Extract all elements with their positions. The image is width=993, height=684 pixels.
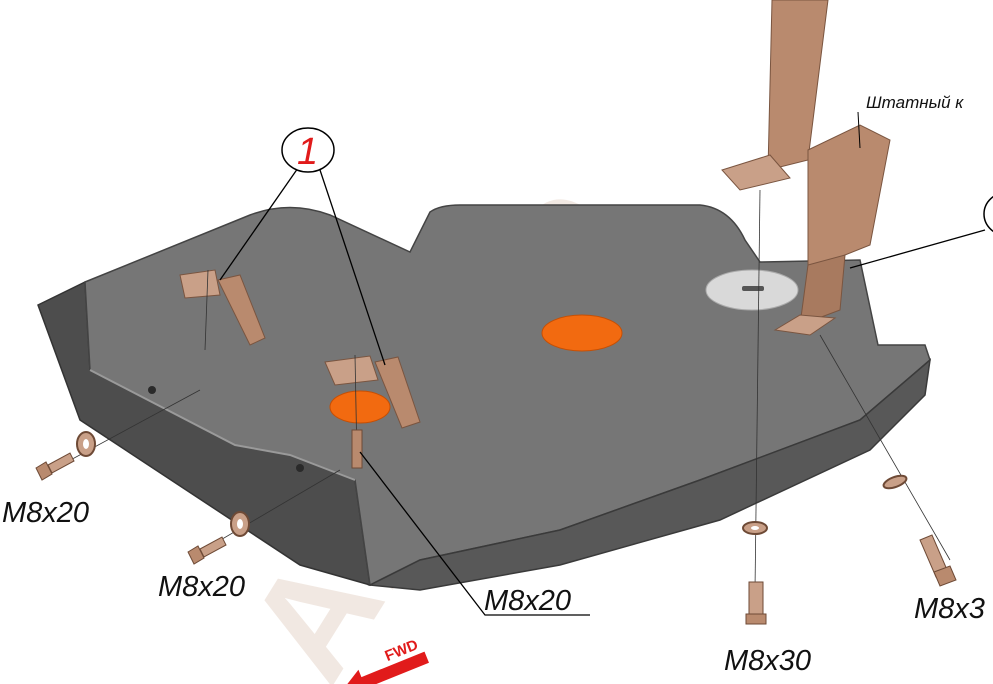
washer-3-hole	[751, 526, 759, 530]
axis-line-4	[819, 334, 951, 561]
callout-1: 1	[219, 127, 386, 366]
bolt-label-left-1: M8x20	[2, 497, 89, 529]
washer-4	[882, 474, 908, 490]
axis-line-5	[204, 269, 209, 351]
plate-edge-highlight	[89, 369, 356, 481]
axis-line-1	[51, 389, 201, 471]
bolt-center	[351, 429, 363, 469]
callout-circle	[281, 127, 335, 173]
side-hole-1	[148, 386, 156, 394]
bolt-label-right-2: M8x3	[914, 593, 985, 625]
bolt-label-left-2: M8x20	[158, 571, 245, 603]
bolt-1-shank	[47, 452, 75, 474]
note-label: Штатный к	[866, 93, 964, 112]
washer-2-hole	[237, 519, 243, 529]
standard-bracket	[807, 124, 891, 271]
fwd-arrow-icon	[341, 651, 429, 684]
callout-leader-b	[319, 169, 386, 366]
brackets	[179, 0, 891, 429]
plate-top-face	[84, 204, 931, 587]
callout-2	[849, 195, 993, 269]
callout-2-circle	[983, 195, 993, 233]
washer-1-hole	[83, 439, 89, 449]
bolt-1-head	[35, 461, 53, 481]
center-label-leader	[359, 451, 590, 616]
note-leader	[857, 111, 861, 149]
standard-bracket-leg	[799, 254, 846, 326]
service-hole-left	[329, 390, 391, 424]
skid-plate	[37, 204, 932, 591]
drain-slot	[742, 286, 764, 291]
plate-front-slope	[367, 358, 932, 591]
bolt-label-center: M8x20	[484, 585, 571, 617]
side-hole-2	[296, 464, 304, 472]
callout-leader-a	[219, 167, 299, 281]
bolt-4-head	[933, 565, 957, 587]
standard-bracket-foot	[773, 314, 837, 336]
bracket-a-wall	[217, 274, 266, 346]
bracket-b-wall	[374, 356, 421, 429]
bolt-3-head	[745, 613, 767, 625]
bolt-2-head	[187, 545, 205, 565]
bolt-2-shank	[199, 536, 227, 558]
callout-2-leader	[849, 229, 986, 269]
bolt-label-right-1: M8x30	[724, 645, 811, 677]
service-hole-center	[541, 314, 623, 352]
callout-number: 1	[297, 131, 318, 173]
bolt-3-shank	[748, 581, 764, 617]
bracket-a-foot	[179, 269, 221, 299]
fasteners	[35, 429, 957, 625]
strap-upper-foot	[721, 154, 791, 191]
